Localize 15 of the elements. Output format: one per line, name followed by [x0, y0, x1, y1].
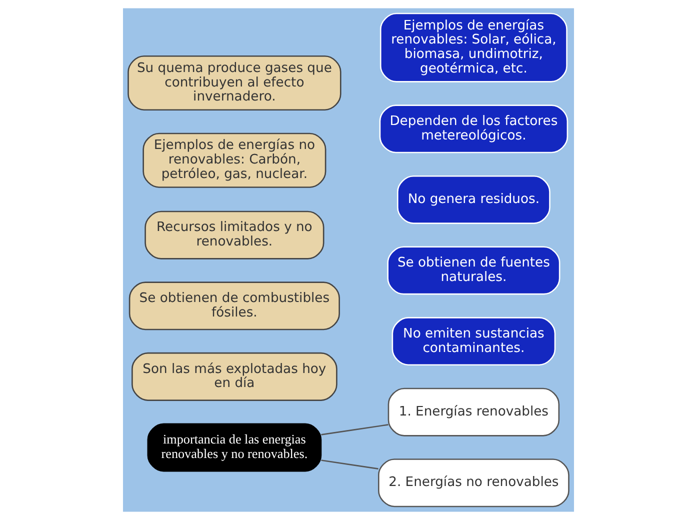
- connector: [320, 424, 388, 436]
- node-box: 2. Energías no renovables: [378, 458, 569, 508]
- node-box: Dependen de los factores metereológicos.: [378, 104, 568, 154]
- connector: [320, 460, 378, 470]
- node-box: 1. Energías renovables: [387, 388, 560, 436]
- node-box: Ejemplos de energías no renovables: Carbón, petróleo, gas, nuclear.: [142, 132, 326, 188]
- node-box: Son las más explotadas hoy en día: [131, 352, 337, 401]
- node-box: Recursos limitados y no renovables.: [144, 210, 324, 260]
- node-box: Ejemplos de energías renovables: Solar, eólica, biomasa, undimotriz, geotérmica, etc.: [379, 12, 567, 82]
- node-box: Se obtienen de fuentes naturales.: [386, 246, 560, 295]
- node-box: Su quema produce gases que contribuyen al efecto invernadero.: [127, 55, 341, 111]
- node-box: No emiten sustancias contaminantes.: [391, 317, 556, 366]
- node-box: Se obtienen de combustibles fósiles.: [128, 282, 340, 330]
- node-box: importancia de las energias renovables y no renovables.: [146, 423, 322, 472]
- node-box: No genera residuos.: [396, 175, 550, 224]
